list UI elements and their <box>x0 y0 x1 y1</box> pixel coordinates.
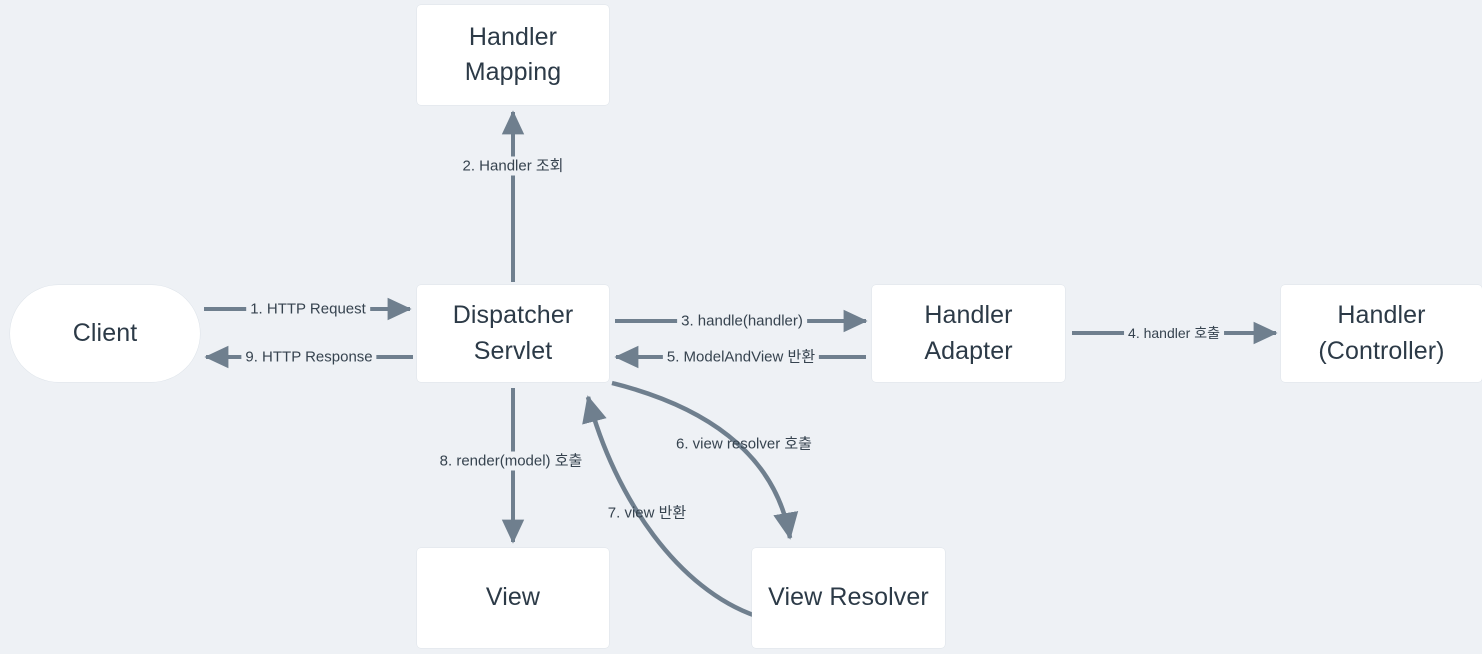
edge-view-return <box>582 395 757 619</box>
node-handler-mapping[interactable]: Handler Mapping <box>417 5 609 105</box>
node-dispatcher-servlet[interactable]: Dispatcher Servlet <box>417 285 609 382</box>
node-view-resolver[interactable]: View Resolver <box>752 548 945 648</box>
node-client[interactable]: Client <box>10 285 200 382</box>
node-handler-adapter[interactable]: Handler Adapter <box>872 285 1065 382</box>
edge-view-resolver-invoke <box>611 380 799 540</box>
node-handler-controller[interactable]: Handler (Controller) <box>1281 285 1482 382</box>
node-view[interactable]: View <box>417 548 609 648</box>
